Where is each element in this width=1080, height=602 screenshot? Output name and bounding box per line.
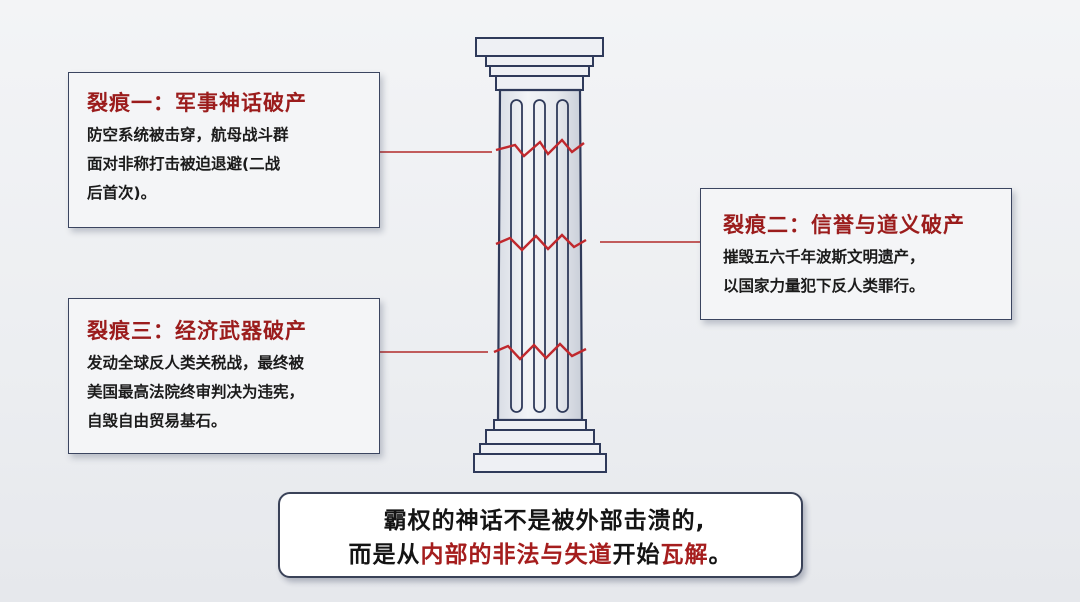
crack-marks — [493, 138, 587, 361]
pillar-shaft — [496, 88, 584, 422]
crack-3 — [493, 342, 587, 361]
conclusion-highlight: 内部的非法与失道 — [420, 542, 613, 568]
callout-body: 防空系统被击穿，航母战斗群 面对非称打击被迫退避(二战 后首次)。 — [87, 121, 365, 208]
callout-body: 摧毁五六千年波斯文明遗产， 以国家力量犯下反人类罪行。 — [723, 243, 997, 301]
conclusion-highlight: 瓦解 — [660, 542, 709, 568]
callout-crack-1: 裂痕一：军事神话破产 防空系统被击穿，航母战斗群 面对非称打击被迫退避(二战 后… — [68, 72, 380, 228]
callout-crack-3: 裂痕三：经济武器破产 发动全球反人类关税战，最终被 美国最高法院终审判决为违宪，… — [68, 298, 380, 454]
conclusion-line-2: 而是从内部的非法与失道开始瓦解。 — [280, 538, 801, 572]
callout-title: 裂痕一：军事神话破产 — [87, 91, 307, 115]
conclusion-line-1: 霸权的神话不是被外部击溃的, — [383, 508, 706, 534]
callout-line: 摧毁五六千年波斯文明遗产， — [723, 248, 925, 266]
callout-title: 裂痕二：信誉与道义破产 — [723, 213, 965, 237]
callout-line: 后首次)。 — [87, 184, 157, 202]
conclusion-box: 霸权的神话不是被外部击溃的, 而是从内部的非法与失道开始瓦解。 — [278, 492, 803, 578]
callout-body: 发动全球反人类关税战，最终被 美国最高法院终审判决为违宪， 自毁自由贸易基石。 — [87, 349, 365, 436]
conclusion-text: 而是从 — [348, 542, 421, 568]
callout-line: 面对非称打击被迫退避(二战 — [87, 155, 281, 173]
pillar-base — [473, 419, 607, 473]
conclusion-text: 开始 — [612, 542, 661, 568]
callout-line: 以国家力量犯下反人类罪行。 — [723, 277, 925, 295]
callout-title: 裂痕三：经济武器破产 — [87, 319, 307, 343]
callout-crack-2: 裂痕二：信誉与道义破产 摧毁五六千年波斯文明遗产， 以国家力量犯下反人类罪行。 — [700, 188, 1012, 320]
conclusion-text: 。 — [708, 542, 733, 568]
callout-line: 防空系统被击穿，航母战斗群 — [87, 126, 289, 144]
crack-1 — [495, 138, 585, 158]
callout-line: 美国最高法院终审判决为违宪， — [87, 383, 305, 401]
callout-line: 自毁自由贸易基石。 — [87, 412, 227, 430]
pillar-capital — [475, 37, 604, 91]
callout-line: 发动全球反人类关税战，最终被 — [87, 354, 305, 372]
crack-2 — [495, 233, 587, 252]
